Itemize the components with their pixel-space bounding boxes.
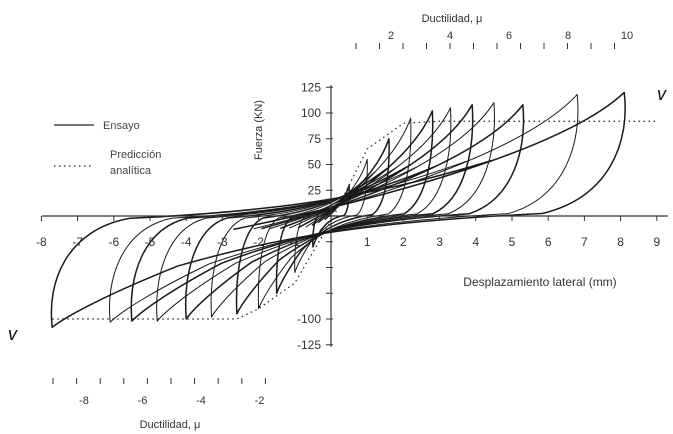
x-tick-label: 7: [581, 235, 588, 249]
bottom-axis-title: Ductilidad, μ: [140, 419, 201, 431]
x-tick-label: 3: [436, 235, 443, 249]
x-tick-label: 1: [364, 235, 371, 249]
x-tick-label: -7: [72, 235, 83, 249]
prediction-curve: [52, 120, 657, 320]
axes-layer: -8 -7 -6 -5 -4 -3 -2 -1 1 2 3 4 5 6 7 8 9 -125 -100 25 50 75 1…: [36, 30, 668, 407]
y-axis-title: Fuerza (KN): [253, 100, 265, 160]
top-ductility-label: 6: [506, 30, 512, 42]
top-ductility-label: 4: [447, 30, 453, 42]
x-tick-label: -4: [181, 235, 192, 249]
hysteresis-loop: [257, 117, 412, 310]
x-tick-label: 5: [509, 235, 516, 249]
y-tick-label: 125: [301, 80, 321, 94]
x-tick-label: -5: [145, 235, 156, 249]
y-tick-label: 75: [308, 132, 322, 146]
bottom-ductility-label: -2: [255, 395, 265, 407]
x-tick-label: 4: [472, 235, 479, 249]
x-tick-label: -2: [253, 235, 264, 249]
top-ductility-label: 10: [621, 30, 633, 42]
bottom-ductility-label: -8: [79, 395, 89, 407]
bottom-ductility-label: -6: [138, 395, 148, 407]
x-tick-label: -3: [217, 235, 228, 249]
curve-layer: [50, 91, 657, 328]
top-ductility-label: 2: [388, 30, 394, 42]
x-tick-label: 2: [400, 235, 407, 249]
top-axis-title: Ductilidad, μ: [422, 13, 483, 25]
hysteresis-loop: [185, 104, 474, 320]
hysteresis-loop: [210, 107, 452, 318]
bottom-ductility-label: -4: [196, 395, 206, 407]
check-mark-right: v: [657, 84, 667, 104]
check-mark-left: v: [8, 324, 18, 344]
legend-label-ensayo: Ensayo: [103, 120, 140, 132]
hysteresis-loop: [235, 110, 434, 315]
hysteresis-loop: [156, 102, 495, 322]
x-tick-label: -1: [289, 235, 300, 249]
y-tick-label: 25: [308, 183, 322, 197]
x-tick-label: -8: [36, 235, 47, 249]
y-tick-label: 50: [308, 158, 322, 172]
x-tick-label: -6: [108, 235, 119, 249]
y-tick-label: 100: [301, 106, 321, 120]
top-ductility-label: 8: [565, 30, 571, 42]
x-axis-title: Desplazamiento lateral (mm): [463, 275, 616, 289]
legend-label-prediccion: Predicción: [110, 149, 161, 161]
x-tick-label: 8: [617, 235, 624, 249]
x-tick-label: 6: [545, 235, 552, 249]
legend: Ensayo Predicción analítica: [54, 120, 161, 177]
y-tick-label: -125: [297, 338, 321, 352]
x-tick-label: 9: [653, 235, 660, 249]
hysteresis-loop: [50, 91, 626, 328]
legend-label-analitica: analítica: [110, 165, 152, 177]
y-tick-label: -100: [297, 312, 321, 326]
